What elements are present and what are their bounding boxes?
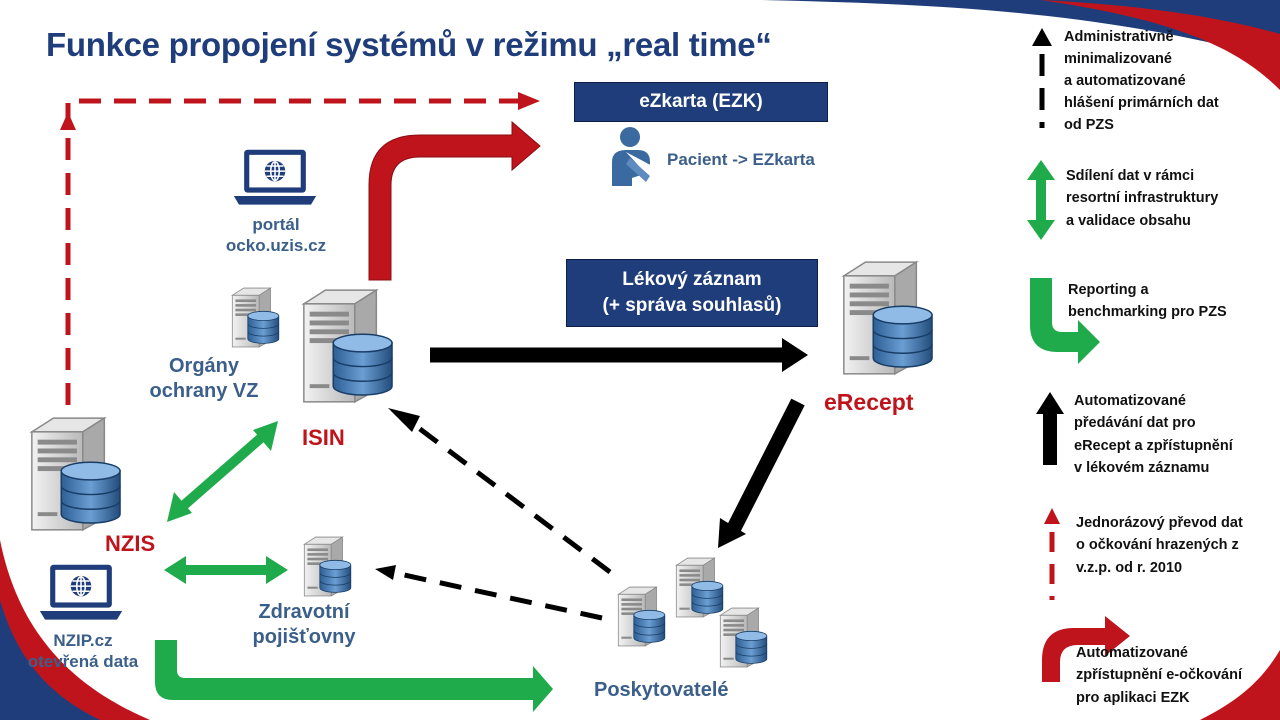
pojistovny-server-icon bbox=[303, 536, 352, 597]
nzip-label-line1: NZIP.cz bbox=[53, 631, 113, 650]
ezk-box: eZkarta (EZK) bbox=[574, 82, 828, 122]
erecept-server-icon bbox=[843, 261, 933, 375]
legend-red-dashed-up-arrow-icon bbox=[1044, 508, 1060, 600]
legend-text-line: eRecept a zpřístupnění bbox=[1074, 437, 1233, 454]
corner-decoration-bottom-right bbox=[1200, 650, 1280, 720]
organy-label-line1: Orgány bbox=[168, 355, 240, 377]
legend-red-curved-arrow-icon bbox=[1042, 616, 1130, 682]
poskytovatel-server-icon-1 bbox=[617, 586, 666, 647]
legend-text-line: v.z.p. od r. 2010 bbox=[1076, 559, 1183, 576]
legend-text-line: Automatizované bbox=[1076, 645, 1188, 661]
legend-green-curved-arrow-icon bbox=[1030, 278, 1100, 364]
legend-item-one-time-transfer: Jednorázový převod dat o očkování hrazen… bbox=[1076, 512, 1280, 579]
poskytovatel-server-icon-2 bbox=[675, 557, 724, 618]
legend-black-solid-up-arrow-icon bbox=[1036, 392, 1064, 465]
erecept-label: eRecept bbox=[824, 389, 914, 415]
poskytovatel-server-icon-3 bbox=[719, 607, 768, 668]
green-double-arrow-nzis-isin bbox=[167, 421, 278, 522]
nzip-label: NZIP.cz otevřená data bbox=[4, 630, 162, 673]
corner-decoration-bottom-left bbox=[0, 540, 150, 720]
legend-green-double-arrow-icon bbox=[1027, 160, 1055, 240]
nzis-server-icon bbox=[31, 417, 121, 531]
legend-text-line: a automatizované bbox=[1064, 73, 1186, 90]
legend-item-data-sharing: Sdílení dat v rámci resortní infrastrukt… bbox=[1066, 165, 1276, 232]
portal-label: portál ocko.uzis.cz bbox=[196, 214, 356, 257]
nzip-laptop-icon bbox=[39, 563, 123, 621]
organy-label: Orgány ochrany VZ bbox=[124, 354, 284, 404]
green-curved-arrow-nzis-to-poskytovatele bbox=[155, 640, 553, 712]
corner-decoration-top-right bbox=[760, 0, 1280, 90]
legend-text-line: Reporting a bbox=[1068, 282, 1149, 298]
black-dashed-arrow-poskytovatele-to-isin bbox=[388, 408, 612, 574]
pojistovny-label: Zdravotní pojišťovny bbox=[224, 600, 384, 650]
portal-laptop-icon bbox=[233, 148, 317, 206]
legend-text-line: hlášení primárních dat bbox=[1064, 95, 1219, 112]
legend-text-line: pro aplikaci EZK bbox=[1076, 689, 1190, 706]
legend-item-erecept-transfer: Automatizované předávání dat pro eRecept… bbox=[1074, 390, 1280, 480]
red-dashed-arrow-nzis-to-ezk bbox=[60, 92, 540, 405]
legend-item-ezk-access: Automatizované zpřístupnění e-očkování p… bbox=[1076, 642, 1280, 709]
portal-label-line1: portál bbox=[252, 215, 300, 234]
isin-server-icon bbox=[303, 289, 393, 403]
green-double-arrow-nzis-pojistovny bbox=[164, 556, 288, 584]
legend-text-line: předávání dat pro bbox=[1074, 415, 1196, 432]
black-arrow-erecept-to-poskytovatele bbox=[718, 398, 805, 548]
poskytovatele-label: Poskytovatelé bbox=[594, 679, 729, 701]
legend-text-line: Automatizované bbox=[1074, 393, 1186, 409]
legend-item-reporting-primary-data: Administrativně minimalizované a automat… bbox=[1064, 26, 1274, 136]
pojistovny-label-line1: Zdravotní bbox=[258, 601, 350, 623]
legend-text-line: minimalizované bbox=[1064, 51, 1172, 68]
legend-text-line: resortní infrastruktury bbox=[1066, 190, 1219, 207]
lekovy-zaznam-title: Lékový záznam bbox=[622, 269, 762, 290]
patient-label: Pacient -> EZkarta bbox=[667, 150, 815, 169]
pojistovny-label-line2: pojišťovny bbox=[252, 626, 356, 648]
black-arrow-isin-to-erecept bbox=[430, 338, 808, 372]
ezk-box-label: eZkarta (EZK) bbox=[639, 91, 763, 112]
organy-server-icon bbox=[231, 287, 280, 348]
lekovy-zaznam-box: Lékový záznam (+ správa souhlasů) bbox=[566, 259, 818, 327]
legend-black-dashed-up-arrow-icon bbox=[1032, 28, 1052, 128]
legend-text-line: zpřístupnění e-očkování bbox=[1076, 667, 1242, 684]
legend-text-line: benchmarking pro PZS bbox=[1068, 304, 1227, 321]
isin-label: ISIN bbox=[302, 425, 345, 450]
legend-text-line: v lékovém záznamu bbox=[1074, 460, 1210, 477]
lekovy-zaznam-subtitle: (+ správa souhlasů) bbox=[602, 294, 782, 316]
legend-text-line: Administrativně bbox=[1064, 29, 1174, 45]
patient-icon bbox=[612, 127, 656, 186]
legend-text-line: o očkování hrazených z bbox=[1076, 537, 1239, 554]
nzip-label-line2: otevřená data bbox=[27, 652, 139, 672]
legend-item-reporting-benchmarking: Reporting a benchmarking pro PZS bbox=[1068, 279, 1278, 324]
page-title: Funkce propojení systémů v režimu „real … bbox=[46, 26, 772, 63]
legend-text-line: od PZS bbox=[1064, 117, 1114, 134]
portal-label-line2: ocko.uzis.cz bbox=[225, 236, 327, 256]
legend-text-line: a validace obsahu bbox=[1066, 212, 1191, 229]
legend-text-line: Jednorázový převod dat bbox=[1076, 515, 1243, 531]
organy-label-line2: ochrany VZ bbox=[149, 380, 259, 402]
red-curved-arrow-isin-to-ezk bbox=[368, 120, 541, 281]
nzis-label: NZIS bbox=[105, 531, 156, 556]
legend-text-line: Sdílení dat v rámci bbox=[1066, 168, 1195, 184]
black-dashed-arrow-poskytovatele-to-pojistovny bbox=[375, 565, 603, 621]
